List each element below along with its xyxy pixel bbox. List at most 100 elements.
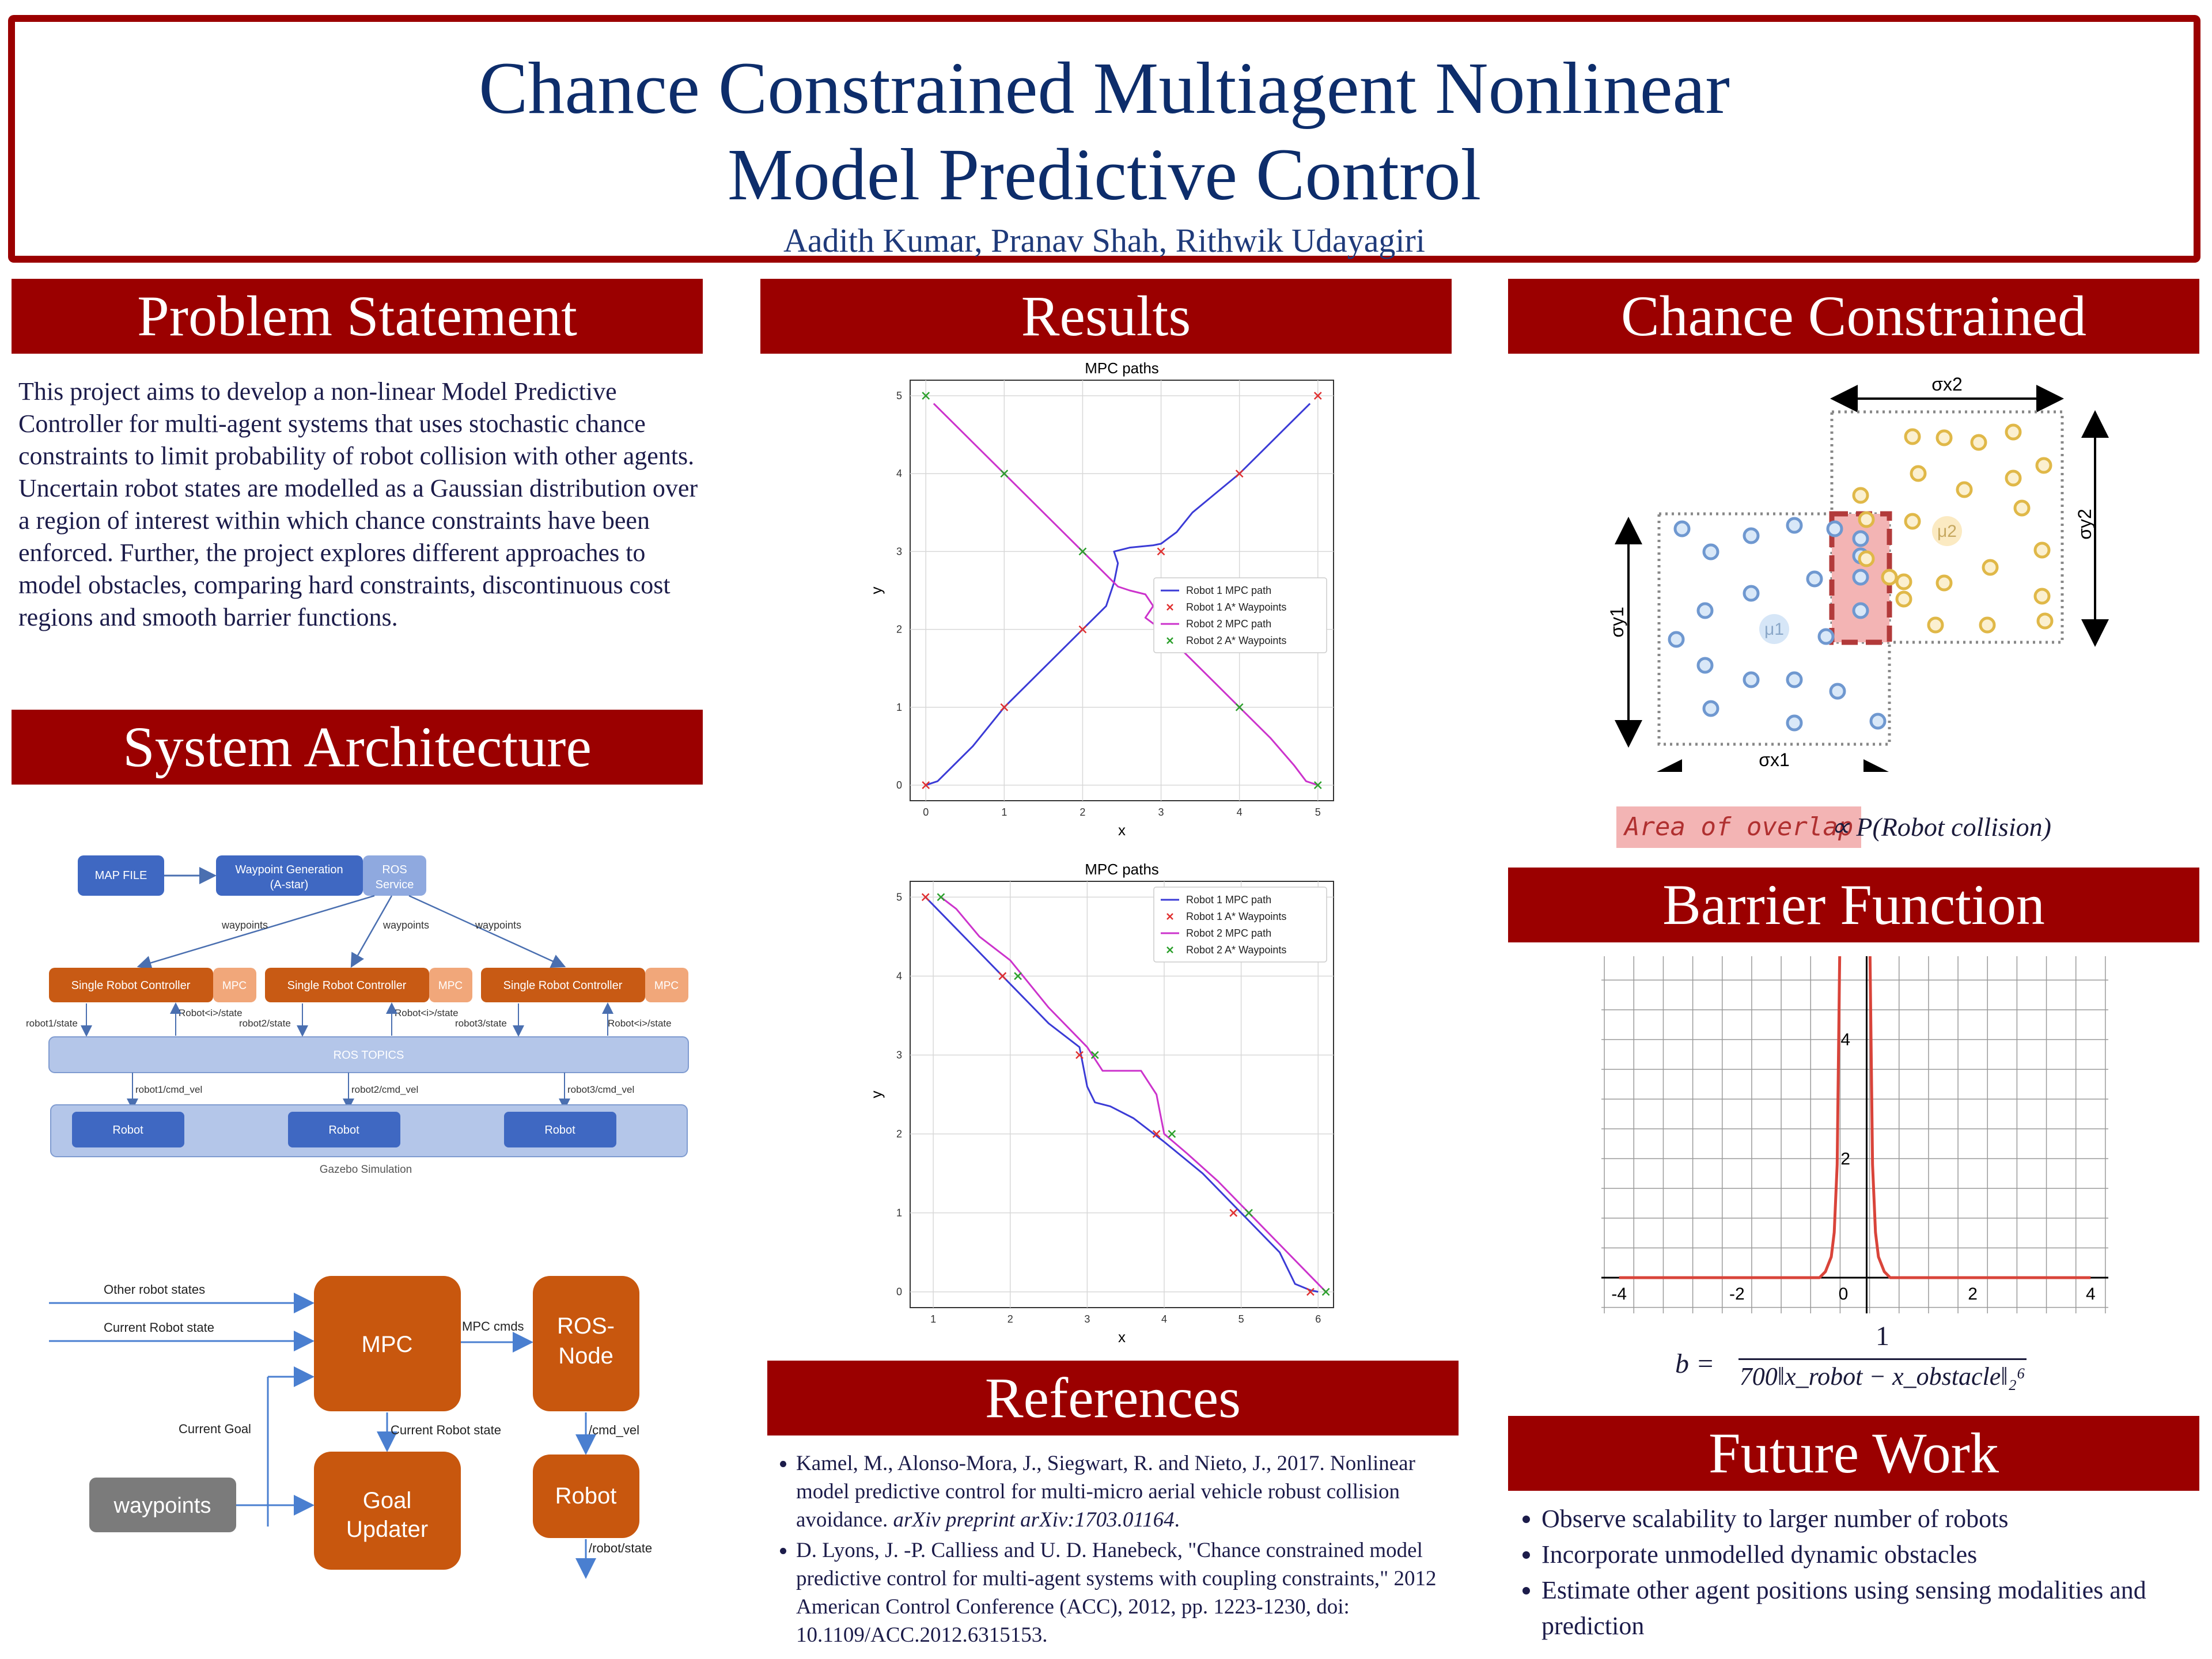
- robot2-sample-dot: [1858, 550, 1875, 567]
- sigma-y1-label: σy1: [1607, 607, 1627, 638]
- mu1-marker: [1759, 614, 1789, 644]
- legend-marker: [1166, 604, 1173, 611]
- robot1-sample-dot: [1696, 602, 1714, 619]
- robot2-sample-dot: [1936, 574, 1953, 592]
- legend-label: Robot 1 A* Waypoints: [1186, 911, 1286, 922]
- robot2-sample-dot: [1936, 429, 1953, 446]
- robot2-sample-dot: [1895, 590, 1912, 608]
- robot1-sample-dot: [1829, 683, 1846, 700]
- waypoint-gen-label-2: (A-star): [270, 878, 309, 891]
- references-list: Kamel, M., Alonso-Mora, J., Siegwart, R.…: [770, 1449, 1453, 1652]
- robot1-sample-dot: [1786, 714, 1803, 732]
- robot2-sample-dot: [1910, 465, 1927, 482]
- legend-label: Robot 2 A* Waypoints: [1186, 635, 1286, 646]
- ros-service-label-2: Service: [376, 878, 414, 891]
- x-tick-label: 2: [1007, 1313, 1013, 1325]
- future-work-item: Estimate other agent positions using sen…: [1541, 1573, 2212, 1644]
- y-tick-label: 4: [896, 468, 902, 479]
- waypoint-gen-label-1: Waypoint Generation: [235, 863, 343, 876]
- waypoint-marker: [1000, 703, 1009, 711]
- mpc-2-label: MPC: [438, 980, 463, 992]
- robot2-sample-dot: [1982, 559, 1999, 576]
- sigma-x1-label: σx1: [1759, 749, 1790, 770]
- robot-node-3-label: Robot: [544, 1124, 575, 1137]
- goal-updater-label-1: Goal: [363, 1488, 412, 1513]
- mpc-block-label: MPC: [362, 1332, 413, 1357]
- other-robot-states-label: Other robot states: [104, 1282, 205, 1297]
- controller-1: [49, 968, 213, 1002]
- robot-i-state-2: Robot<i>/state: [395, 1007, 459, 1018]
- robot-node-2: [288, 1112, 400, 1147]
- robot1-sample-dot: [1702, 543, 1719, 560]
- poster-title-line2: Model Predictive Control: [727, 134, 1482, 215]
- reference-item: Kamel, M., Alonso-Mora, J., Siegwart, R.…: [796, 1449, 1453, 1534]
- poster-title-line1: Chance Constrained Multiagent Nonlinear: [479, 47, 1730, 129]
- robot1-sample-dot: [1852, 569, 1869, 586]
- waypoint-marker: [1078, 547, 1087, 556]
- y-tick-label: 2: [896, 624, 902, 635]
- x-tick-label: 0: [923, 806, 929, 818]
- waypoint-marker: [1229, 1209, 1238, 1217]
- section-problem-statement: Problem Statement: [12, 279, 703, 354]
- legend-label: Robot 2 MPC path: [1186, 618, 1271, 630]
- equation-denominator: 700‖x_robot − x_obstacle‖₂⁶: [1739, 1362, 2026, 1391]
- x-tick-label: 6: [1315, 1313, 1321, 1325]
- robot2-sample-dot: [2005, 469, 2022, 487]
- robot1-sample-dot: [1668, 631, 1685, 648]
- mpc-path-line: [940, 896, 1327, 1293]
- waypoint-marker: [1245, 1209, 1253, 1217]
- robot1-sample-dot: [1869, 713, 1887, 730]
- waypoint-marker: [1157, 547, 1165, 556]
- waypoint-marker: [937, 893, 945, 902]
- controller-3-label: Single Robot Controller: [503, 979, 623, 992]
- legend-label: Robot 2 MPC path: [1186, 927, 1271, 939]
- section-future-work: Future Work: [1508, 1416, 2199, 1491]
- y-tick-label: 1: [896, 1207, 902, 1219]
- equation-lhs: b =: [1675, 1349, 1715, 1379]
- robot1-sample-dot: [1786, 671, 1803, 688]
- mu1-label: μ1: [1764, 620, 1784, 639]
- state-label-3: robot3/state: [455, 1018, 507, 1029]
- y-tick-label: 5: [896, 891, 902, 903]
- area-of-overlap-label: Area of overlap: [1616, 806, 1862, 848]
- robot1-sample-dot: [1696, 657, 1714, 674]
- y-axis-label: y: [868, 587, 885, 594]
- robot-node-3: [504, 1112, 616, 1147]
- mu2-marker: [1932, 516, 1962, 546]
- waypoint-marker: [1313, 781, 1322, 789]
- controller-3: [481, 968, 645, 1002]
- x-tick-label: -4: [1611, 1285, 1627, 1304]
- sigma-y2-label: σy2: [2074, 509, 2095, 540]
- legend-marker: [1166, 946, 1173, 953]
- waypoint-marker: [998, 972, 1007, 980]
- legend-label: Robot 1 MPC path: [1186, 585, 1271, 596]
- y-tick-label: 2: [896, 1128, 902, 1140]
- waypoints-block: [89, 1478, 236, 1532]
- ros-service-label-1: ROS: [382, 863, 407, 876]
- x-tick-label: 5: [1238, 1313, 1244, 1325]
- robot2-sample-dot: [2036, 612, 2054, 630]
- mpc-1-label: MPC: [222, 980, 247, 992]
- robot-state-out-label: /robot/state: [589, 1541, 652, 1555]
- robot2-sample-dot: [1904, 428, 1921, 445]
- future-work-item: Incorporate unmodelled dynamic obstacles: [1541, 1537, 2212, 1573]
- collision-probability-label: ∝ P(Robot collision): [1831, 812, 2051, 842]
- problem-text: This project aims to develop a non-linea…: [18, 377, 698, 631]
- section-chance-constrained: Chance Constrained: [1508, 279, 2199, 354]
- robot1-sample-dot: [1852, 530, 1869, 547]
- legend-marker: [1166, 637, 1173, 644]
- waypoint-marker: [1014, 972, 1022, 980]
- mpc-path-line: [933, 403, 1319, 786]
- waypoint-marker: [1152, 1130, 1161, 1138]
- robot2-sample-dot: [1956, 481, 1973, 498]
- waypoint-marker: [922, 781, 930, 789]
- chart-title: MPC paths: [1085, 359, 1159, 377]
- ros-architecture-diagram: MAP FILE Waypoint Generation (A-star) RO…: [26, 855, 689, 1176]
- fraction-bar: [1738, 1358, 2027, 1360]
- x-tick-label: 1: [930, 1313, 936, 1325]
- y-tick-label: 1: [896, 702, 902, 713]
- controller-1-label: Single Robot Controller: [71, 979, 191, 992]
- y-tick-label: 5: [896, 390, 902, 402]
